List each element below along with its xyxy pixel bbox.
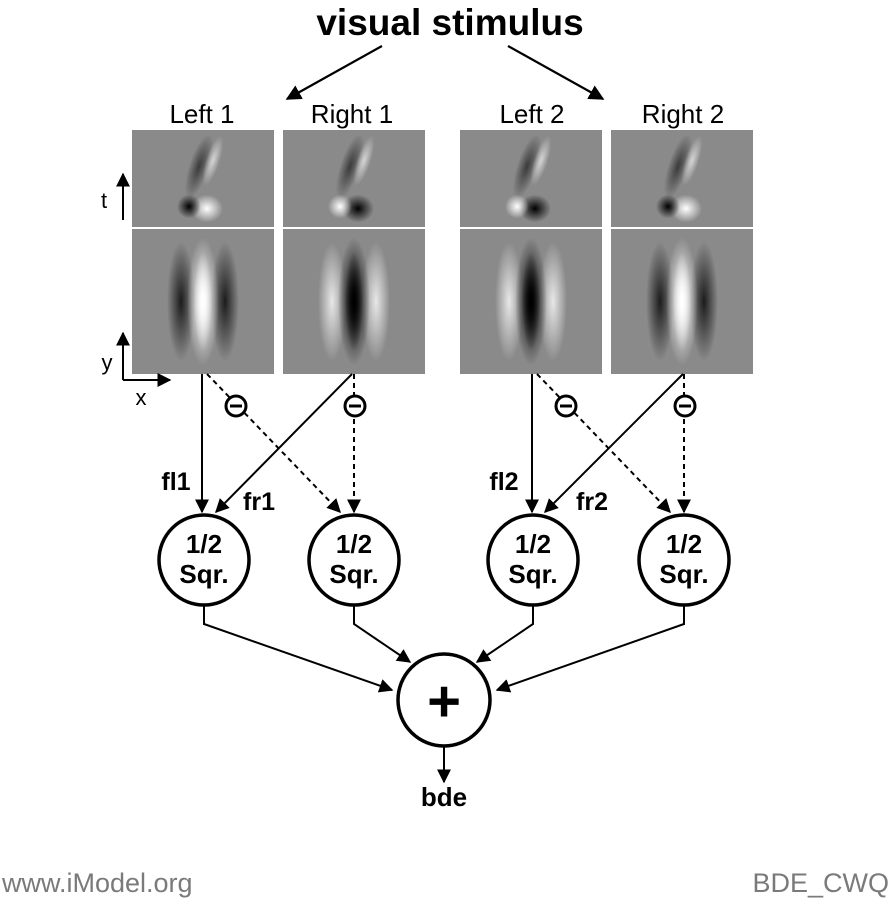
y-axis-label: y bbox=[102, 350, 113, 375]
connections-pair-1 bbox=[195, 373, 361, 514]
space-axes: y x bbox=[102, 331, 172, 410]
node-label-bottom: Sqr. bbox=[508, 559, 557, 589]
receptive-field-panels bbox=[132, 130, 753, 374]
spatial-filter-panel bbox=[611, 229, 753, 374]
plus-icon: + bbox=[427, 669, 461, 734]
column-label-right-1: Right 1 bbox=[311, 99, 393, 129]
half-square-node-3: 1/2 Sqr. bbox=[486, 513, 580, 607]
x-axis-label: x bbox=[136, 385, 147, 410]
node-label-top: 1/2 bbox=[336, 529, 372, 559]
half-square-node-2: 1/2 Sqr. bbox=[307, 513, 401, 607]
half-square-node-4: 1/2 Sqr. bbox=[637, 513, 731, 607]
weight-label-fl1: fl1 bbox=[161, 468, 190, 496]
node-label-bottom: Sqr. bbox=[659, 559, 708, 589]
connections-pair-2 bbox=[525, 373, 691, 514]
weight-label-fr1: fr1 bbox=[243, 488, 275, 516]
weight-label-fl2: fl2 bbox=[489, 468, 518, 496]
minus-circle-icon bbox=[673, 394, 697, 418]
diagram-title: visual stimulus bbox=[316, 2, 583, 43]
spacetime-filter-panel bbox=[611, 130, 753, 227]
spacetime-filter-panel bbox=[460, 130, 602, 227]
minus-circle-icon bbox=[343, 394, 367, 418]
column-label-left-2: Left 2 bbox=[499, 99, 564, 129]
node-label-top: 1/2 bbox=[666, 529, 702, 559]
footer-website: www.iModel.org bbox=[2, 868, 193, 898]
spatial-filter-panel bbox=[283, 229, 425, 374]
minus-circle-icon bbox=[224, 394, 248, 418]
time-axis: t bbox=[101, 172, 130, 220]
title-arrow-left bbox=[285, 45, 383, 100]
connection-fr1 bbox=[215, 373, 353, 513]
weight-label-fr2: fr2 bbox=[576, 488, 608, 516]
node-label-top: 1/2 bbox=[515, 529, 551, 559]
node-label-bottom: Sqr. bbox=[179, 559, 228, 589]
summation-connections bbox=[203, 605, 685, 693]
inhibition-markers bbox=[224, 394, 697, 418]
time-axis-label: t bbox=[101, 188, 107, 213]
output-label: bde bbox=[421, 782, 467, 812]
column-label-left-1: Left 1 bbox=[169, 99, 234, 129]
spacetime-filter-panel bbox=[132, 130, 274, 227]
footer-model-id: BDE_CWQ bbox=[752, 868, 889, 898]
spatial-filter-panel bbox=[132, 229, 274, 374]
summation-node: + bbox=[396, 652, 492, 748]
spatial-filter-panel bbox=[460, 229, 602, 374]
connection-fr2 bbox=[544, 373, 684, 513]
half-square-node-1: 1/2 Sqr. bbox=[157, 513, 251, 607]
node-label-top: 1/2 bbox=[186, 529, 222, 559]
spacetime-filter-panel bbox=[283, 130, 425, 227]
column-label-right-2: Right 2 bbox=[642, 99, 724, 129]
title-arrow-right bbox=[507, 45, 605, 100]
minus-circle-icon bbox=[554, 394, 578, 418]
node-label-bottom: Sqr. bbox=[329, 559, 378, 589]
